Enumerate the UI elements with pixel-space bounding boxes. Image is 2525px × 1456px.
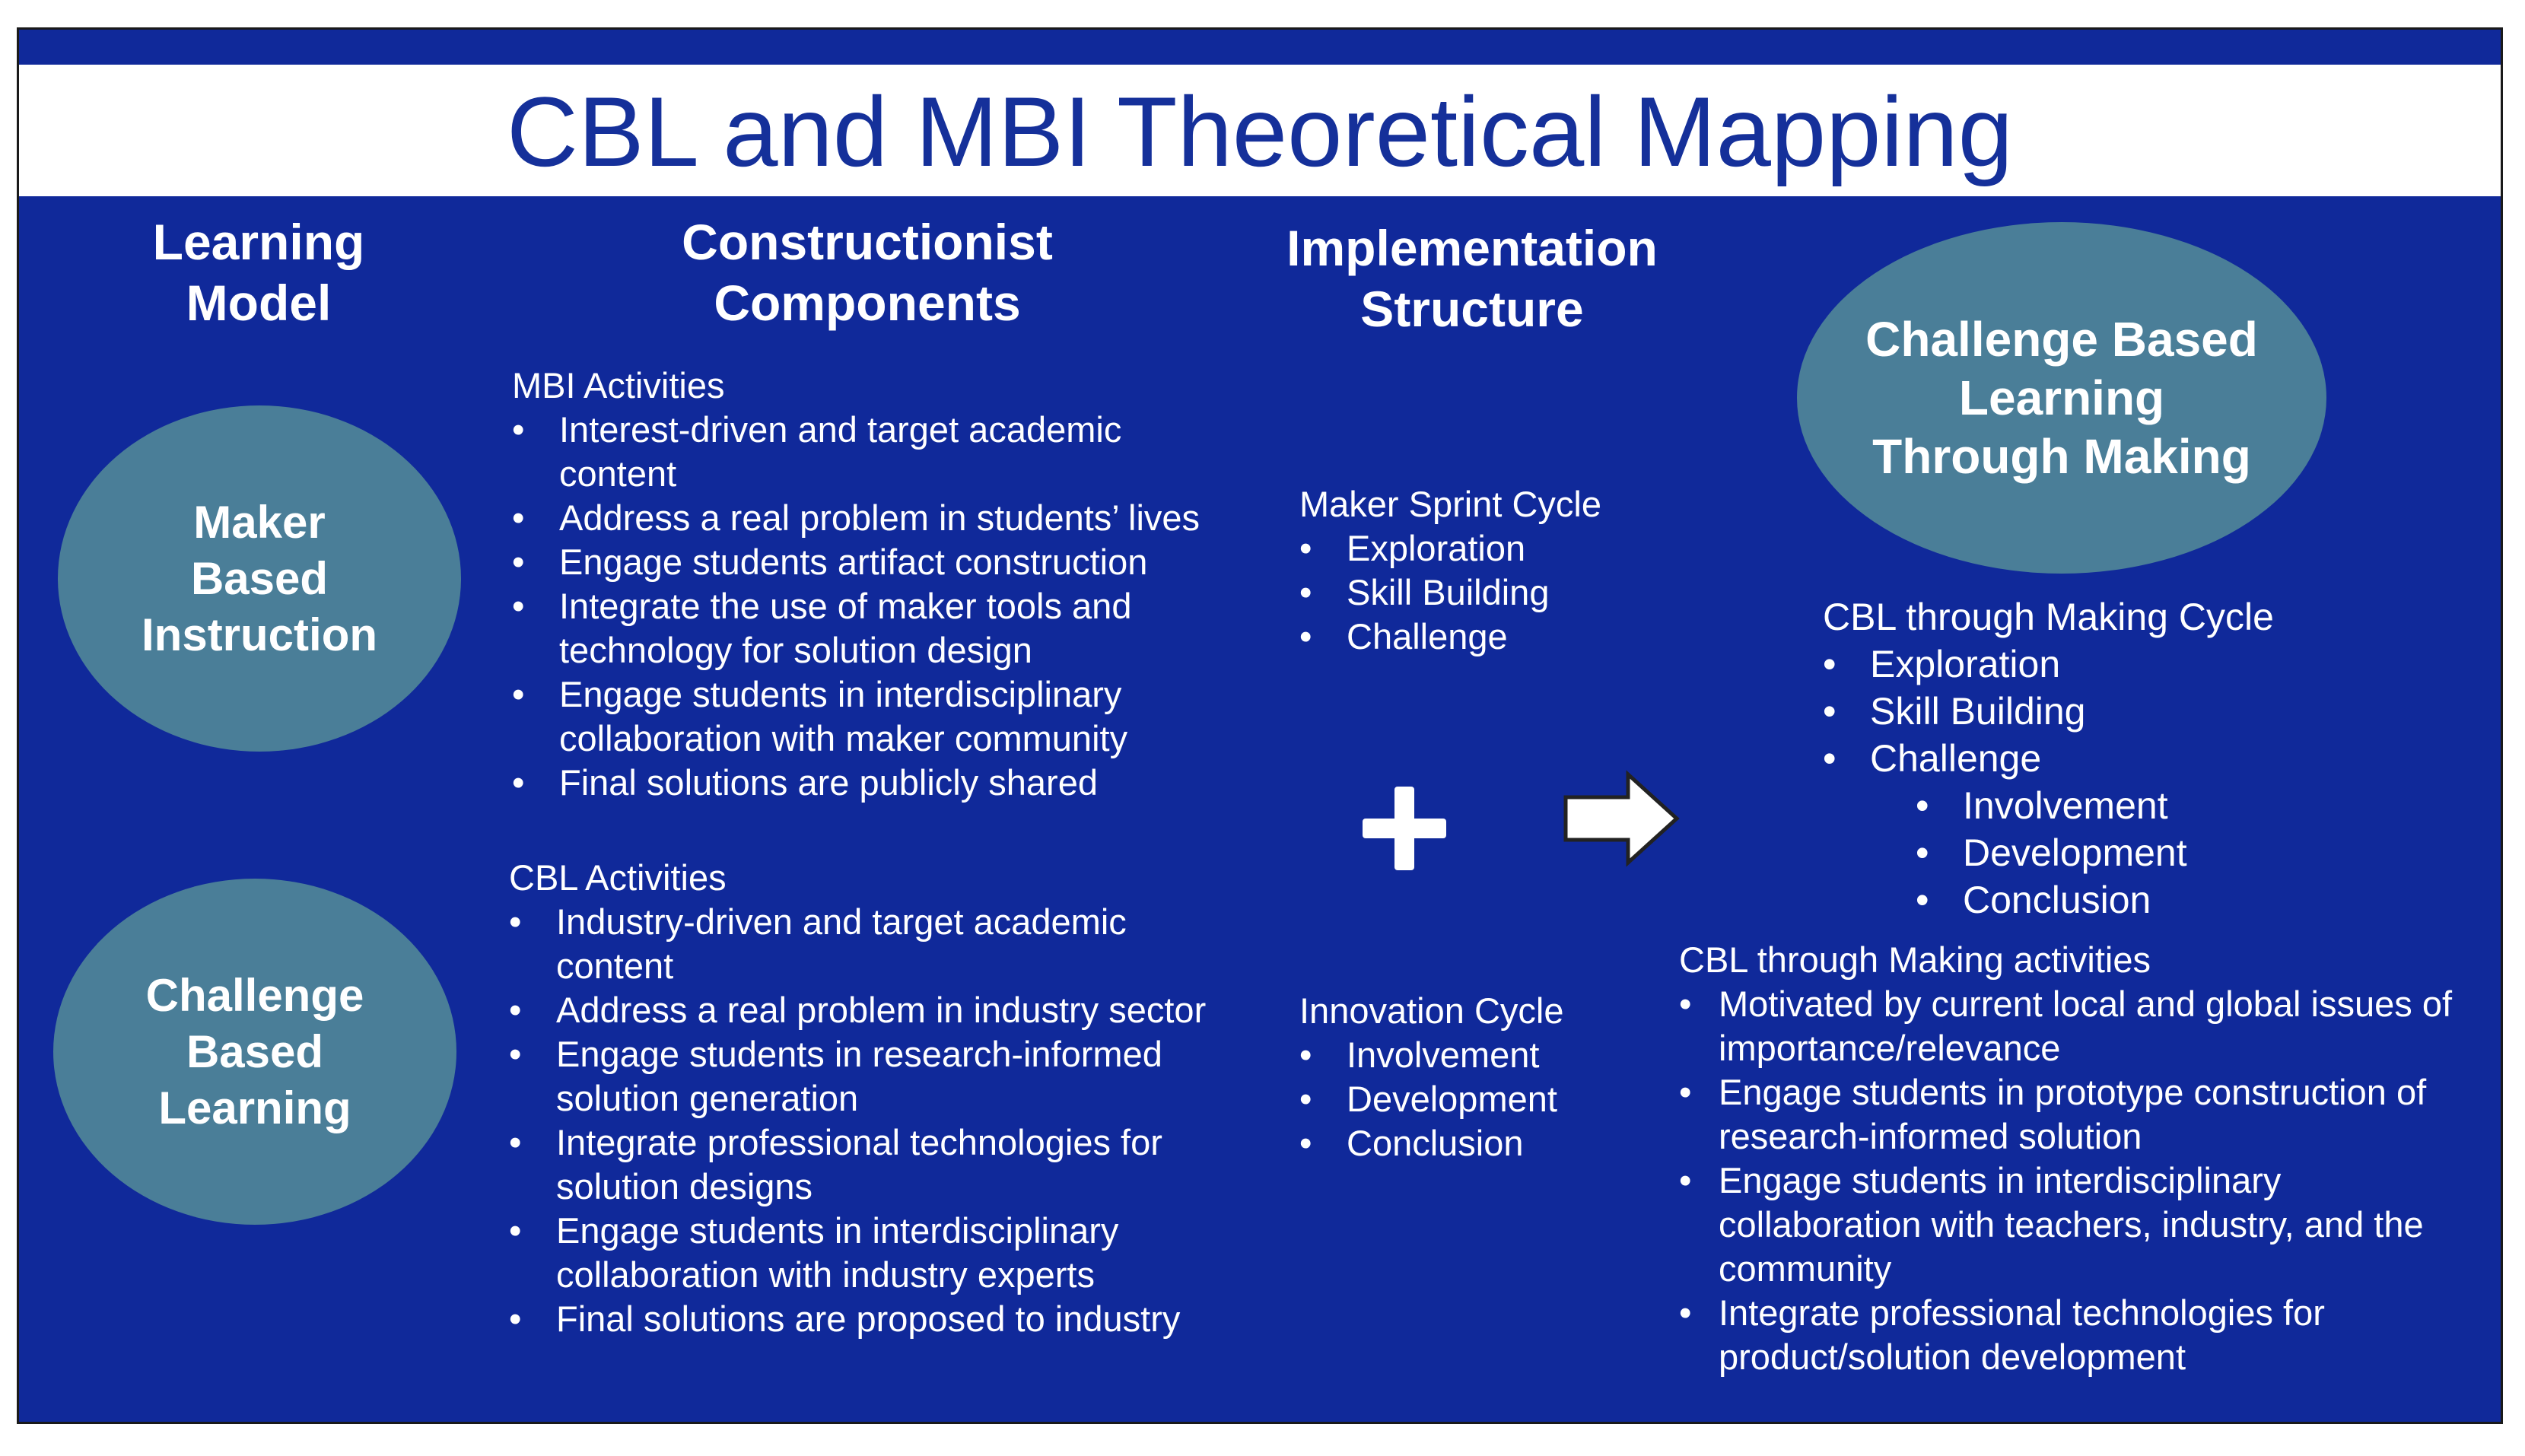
list-item: Conclusion bbox=[1299, 1121, 1756, 1165]
mbi-activities: MBI Activities Interest-driven and targe… bbox=[512, 364, 1265, 805]
list-item: Challenge bbox=[1823, 735, 2447, 782]
making-cycle-list: Exploration Skill Building Challenge bbox=[1823, 641, 2447, 782]
list-item: Address a real problem in students’ live… bbox=[512, 496, 1265, 540]
list-item: Development bbox=[1299, 1077, 1756, 1121]
list-item: Engage students in prototype constructio… bbox=[1679, 1070, 2493, 1159]
figure-border bbox=[17, 27, 2503, 1424]
list-item: Integrate professional technologies forp… bbox=[1679, 1291, 2493, 1379]
cbl-activities: CBL Activities Industry-driven and targe… bbox=[509, 856, 1270, 1341]
list-item: Skill Building bbox=[1299, 571, 1756, 615]
list-item: Skill Building bbox=[1823, 688, 2447, 735]
maker-sprint-list: Exploration Skill Building Challenge bbox=[1299, 526, 1756, 659]
mbi-activities-list: Interest-driven and target academicconte… bbox=[512, 408, 1265, 805]
page-title: CBL and MBI Theoretical Mapping bbox=[507, 76, 2013, 187]
list-item: Integrate professional technologies fors… bbox=[509, 1121, 1270, 1209]
cbl-activities-title: CBL Activities bbox=[509, 857, 727, 898]
plus-icon bbox=[1363, 787, 1446, 870]
innovation-cycle: Innovation Cycle Involvement Development… bbox=[1299, 989, 1756, 1165]
cbl-through-making-cycle: CBL through Making Cycle Exploration Ski… bbox=[1823, 593, 2447, 924]
innovation-cycle-title: Innovation Cycle bbox=[1299, 990, 1564, 1031]
list-item: Interest-driven and target academicconte… bbox=[512, 408, 1265, 496]
innovation-cycle-list: Involvement Development Conclusion bbox=[1299, 1033, 1756, 1165]
top-bar bbox=[19, 30, 2501, 65]
list-item: Motivated by current local and global is… bbox=[1679, 982, 2493, 1070]
list-item: Involvement bbox=[1916, 782, 2447, 829]
list-item: Challenge bbox=[1299, 615, 1756, 659]
list-item: Exploration bbox=[1823, 641, 2447, 688]
list-item: Engage students in interdisciplinarycoll… bbox=[509, 1209, 1270, 1297]
list-item: Involvement bbox=[1299, 1033, 1756, 1077]
list-item: Industry-driven and target academicconte… bbox=[509, 900, 1270, 988]
mbi-activities-title: MBI Activities bbox=[512, 365, 725, 405]
cbl-through-making-activities: CBL through Making activities Motivated … bbox=[1679, 938, 2493, 1379]
title-band bbox=[19, 65, 2501, 196]
arrow-right-icon bbox=[1563, 770, 1680, 867]
list-item: Engage students in research-informedsolu… bbox=[509, 1032, 1270, 1121]
list-item: Engage students artifact construction bbox=[512, 540, 1265, 584]
making-cycle-sublist: Involvement Development Conclusion bbox=[1916, 782, 2447, 924]
list-item: Engage students in interdisciplinarycoll… bbox=[512, 672, 1265, 761]
list-item: Final solutions are publicly shared bbox=[512, 761, 1265, 805]
making-activities-list: Motivated by current local and global is… bbox=[1679, 982, 2493, 1379]
list-item: Integrate the use of maker tools andtech… bbox=[512, 584, 1265, 672]
list-item: Development bbox=[1916, 829, 2447, 876]
cbl-activities-list: Industry-driven and target academicconte… bbox=[509, 900, 1270, 1341]
maker-sprint-cycle-title: Maker Sprint Cycle bbox=[1299, 484, 1601, 524]
list-item: Exploration bbox=[1299, 526, 1756, 571]
list-item: Engage students in interdisciplinarycoll… bbox=[1679, 1159, 2493, 1291]
making-activities-title: CBL through Making activities bbox=[1679, 939, 2151, 980]
list-item: Final solutions are proposed to industry bbox=[509, 1297, 1270, 1341]
list-item: Conclusion bbox=[1916, 876, 2447, 924]
making-cycle-title: CBL through Making Cycle bbox=[1823, 596, 2274, 638]
list-item: Address a real problem in industry secto… bbox=[509, 988, 1270, 1032]
maker-sprint-cycle: Maker Sprint Cycle Exploration Skill Bui… bbox=[1299, 482, 1756, 659]
